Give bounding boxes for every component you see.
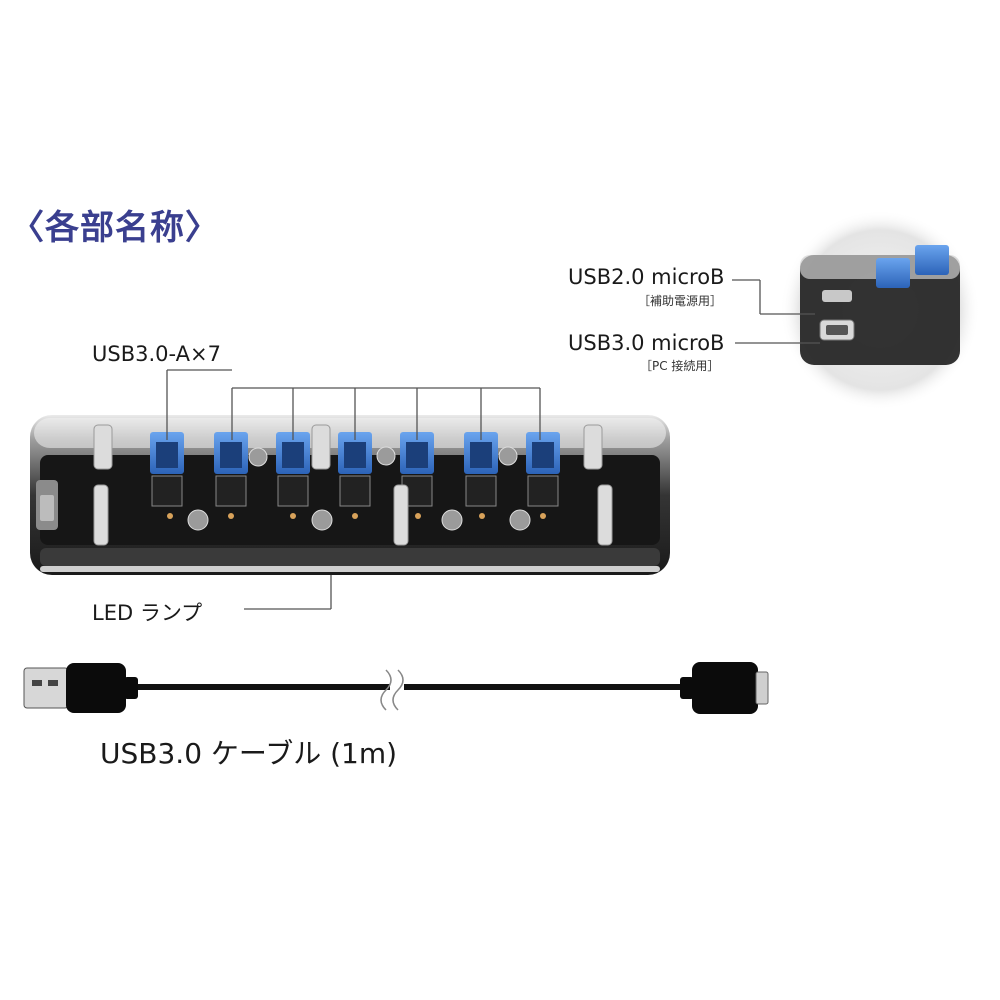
usb-cable xyxy=(23,662,769,714)
usb2-microb-note: ［補助電源用］ xyxy=(638,294,723,308)
usb3-ports-label: USB3.0-A×7 xyxy=(92,342,221,366)
usb3-port xyxy=(276,432,310,507)
cable-label: USB3.0 ケーブル (1m) xyxy=(100,737,398,770)
usb3-microb-note: ［PC 接続用］ xyxy=(640,359,720,373)
usb3-port xyxy=(214,432,248,507)
usb3-port xyxy=(464,432,498,507)
led-lamp-label: LED ランプ xyxy=(92,601,203,625)
usb3-microb-label: USB3.0 microB xyxy=(568,331,725,355)
led-leader-line xyxy=(244,575,332,610)
hub-posts xyxy=(93,424,613,546)
usb3-port xyxy=(338,432,372,507)
zoom-leader-lines xyxy=(732,279,820,344)
capacitors xyxy=(187,446,531,531)
ports-leader-lines xyxy=(166,369,541,440)
zoom-detail xyxy=(780,210,980,410)
usb2-microb-label: USB2.0 microB xyxy=(568,265,725,289)
section-heading: 〈各部名称〉 xyxy=(10,208,220,248)
usb3-port xyxy=(150,432,184,507)
usb3-ports xyxy=(150,432,560,507)
led-lamps xyxy=(167,513,546,519)
usb3-port xyxy=(526,432,560,507)
